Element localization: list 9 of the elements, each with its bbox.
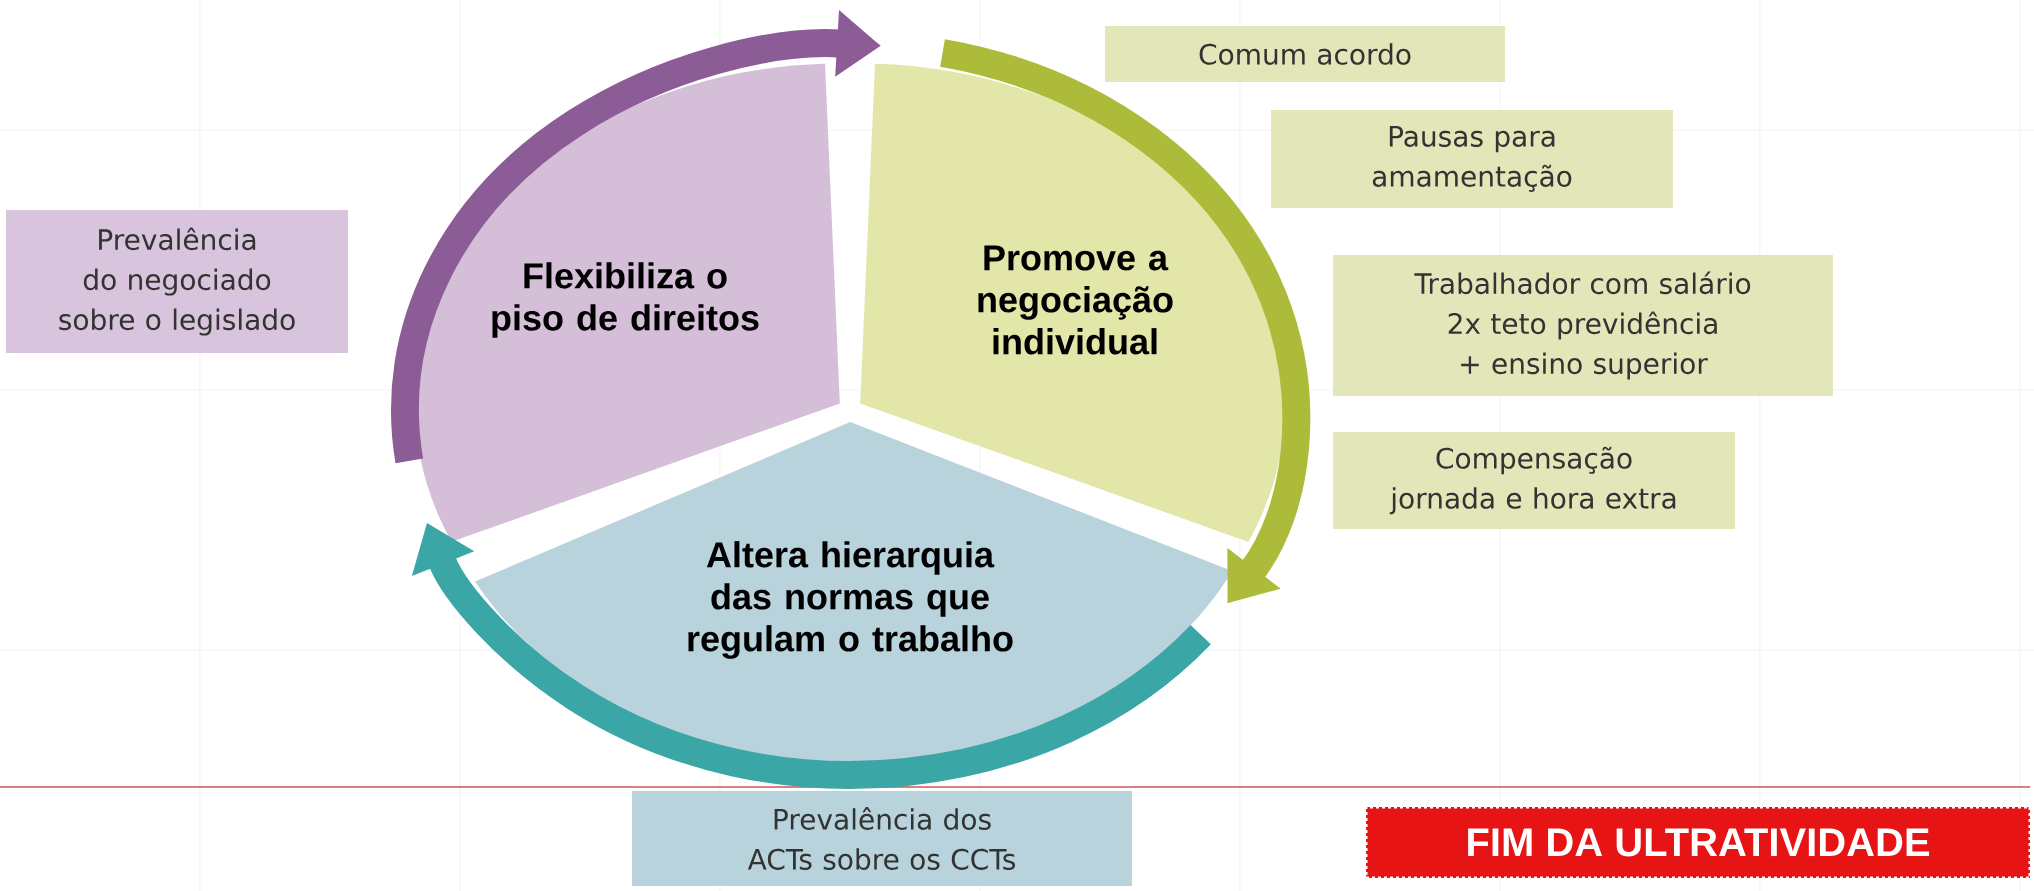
text-box: Compensação jornada e hora extra xyxy=(1333,432,1735,529)
text-box: Prevalência dos ACTs sobre os CCTs xyxy=(632,791,1132,886)
banner: FIM DA ULTRATIVIDADE xyxy=(1364,805,2032,880)
text-box: Pausas para amamentação xyxy=(1271,110,1673,208)
pie-sector: Flexibiliza o piso de direitos xyxy=(415,63,840,542)
pie-sector: Altera hierarquia das normas que regulam o trabalho xyxy=(475,422,1233,762)
text-box: Trabalhador com salário 2x teto previdência + ensino superior xyxy=(1333,255,1833,396)
text-box: Prevalência do negociado sobre o legislado xyxy=(6,210,348,353)
text-box: Comum acordo xyxy=(1105,26,1505,82)
